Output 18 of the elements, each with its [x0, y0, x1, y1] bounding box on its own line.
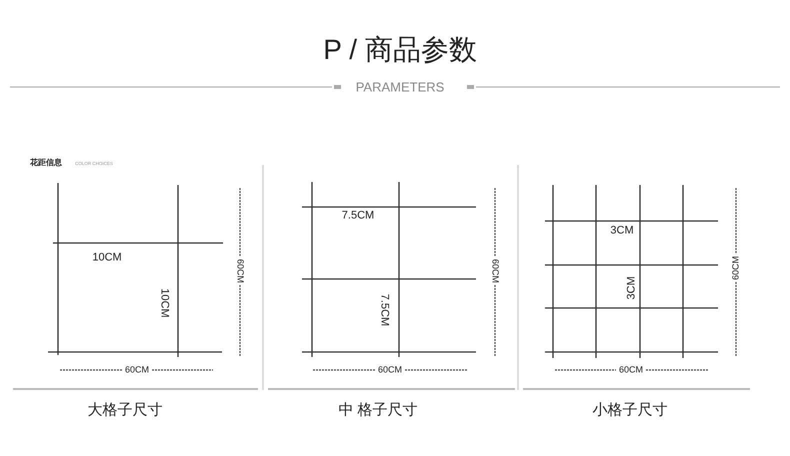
dimension-label: 60CM	[619, 366, 643, 374]
caption: 大格子尺寸	[88, 402, 162, 418]
title: P / 商品参数	[323, 36, 477, 64]
dimension-label: 7.5CM	[378, 294, 390, 326]
caption: 小格子尺寸	[592, 402, 668, 418]
dimension-label: 60CM	[236, 259, 244, 283]
dimension-label: 3CM	[610, 226, 634, 236]
dimension-label: 60CM	[378, 366, 402, 374]
dimension-label: 10CM	[158, 288, 170, 318]
dimension-label: 60CM	[732, 256, 740, 280]
caption: 中 格子尺寸	[338, 402, 418, 418]
dimension-label: 3CM	[626, 276, 638, 300]
section-heading: 花距信息	[30, 159, 62, 167]
dimension-label: 10CM	[92, 252, 122, 264]
dimension-label: 60CM	[125, 366, 149, 374]
dimension-label: 60CM	[490, 259, 500, 283]
dimension-label: 7.5CM	[342, 210, 374, 222]
subtitle: PARAMETERS	[356, 80, 444, 94]
